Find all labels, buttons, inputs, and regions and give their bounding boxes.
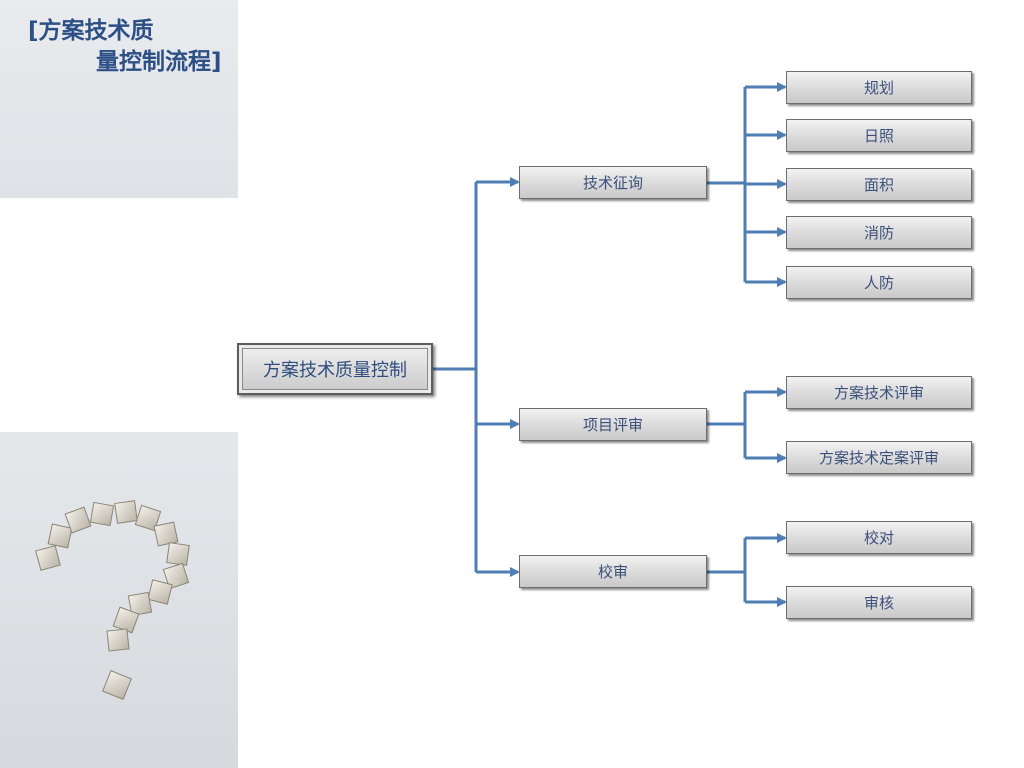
root-node: 方案技术质量控制 [237,343,433,395]
branch-node-1: 技术征询 [519,166,707,199]
leaf-node: 审核 [786,586,972,619]
leaf-node: 规划 [786,71,972,104]
leaf-node: 日照 [786,119,972,152]
slide-title-line1: [方案技术质 [28,18,154,44]
slide-title: [方案技术质 量控制流程] [28,16,248,78]
leaf-node: 消防 [786,216,972,249]
leaf-node: 校对 [786,521,972,554]
branch-node-3: 校审 [519,555,707,588]
leaf-node: 面积 [786,168,972,201]
title-panel [0,0,238,198]
slide-title-line2: 量控制流程] [96,49,222,75]
branch-node-2: 项目评审 [519,408,707,441]
question-mark-boxes-image [35,500,190,700]
decoration-panel [0,432,238,768]
leaf-node: 方案技术定案评审 [786,441,972,474]
leaf-node: 人防 [786,266,972,299]
leaf-node: 方案技术评审 [786,376,972,409]
